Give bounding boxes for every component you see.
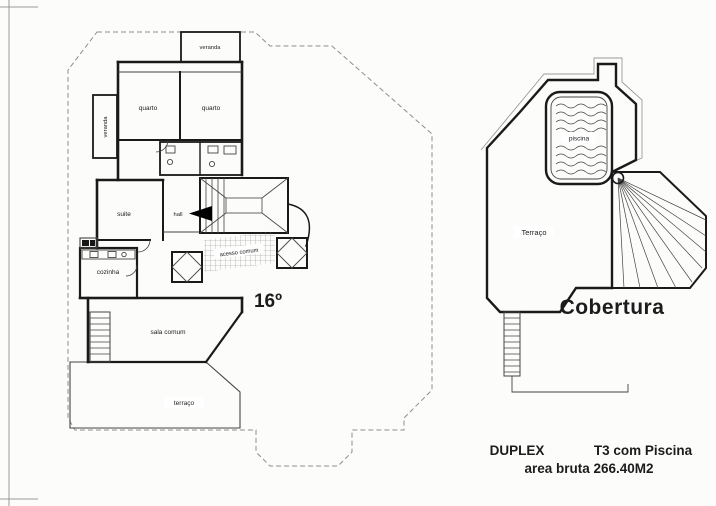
room-label-veranda-top: veranda — [200, 45, 222, 51]
common-access-area: acesso comum — [204, 231, 275, 272]
room-label-acesso: acesso comum — [219, 248, 259, 259]
room-label-terraco-cob: Terraço — [521, 228, 546, 237]
terrace-stairs — [89, 311, 111, 363]
sheet-frame — [0, 0, 38, 506]
terrace-area — [69, 361, 241, 429]
room-label-terraco: terraço — [174, 400, 195, 407]
plot-boundary-cobertura — [480, 57, 643, 169]
room-label-terraco-cob-group: Terraço — [514, 226, 554, 238]
pool: piscina — [544, 90, 614, 186]
room-label-hall: hall — [173, 212, 182, 218]
direction-marker-icon — [189, 206, 212, 221]
plot-boundary-16 — [67, 31, 433, 467]
roof-terrace-area — [485, 62, 638, 314]
room-label-quarto-right: quarto — [202, 105, 221, 112]
fan-roof — [611, 171, 707, 289]
room-label-quarto-left: quarto — [139, 105, 158, 112]
room-label-sala: sala comum — [150, 329, 185, 336]
room-label-piscina: piscina — [569, 136, 590, 143]
kitchen-counter — [81, 249, 136, 260]
floor-plan-cobertura: piscina Terraço Cobertura — [480, 57, 707, 393]
bathroom-fixtures — [165, 145, 237, 168]
caption-type: T3 com Piscina — [594, 443, 693, 458]
common-stairs — [199, 177, 311, 247]
room-label-suite: suite — [117, 211, 131, 218]
cobertura-title: Cobertura — [560, 296, 665, 319]
elevator-shaft-left — [171, 251, 203, 283]
pool-water-lines — [555, 103, 607, 175]
apartment-walls — [78, 60, 244, 364]
floor-plan-16: acesso comum veranda quarto quarto veran… — [67, 31, 433, 467]
room-label-veranda-left: veranda — [103, 116, 109, 138]
room-label-terraco-group: terraço — [164, 397, 204, 408]
door-arcs — [125, 139, 169, 277]
caption: DUPLEX T3 com Piscina area bruta 266.40M… — [490, 443, 693, 476]
caption-area: area bruta 266.40M2 — [524, 461, 653, 476]
roof-stairs — [503, 311, 629, 393]
caption-duplex: DUPLEX — [490, 443, 545, 458]
floor-number-label: 16º — [254, 291, 282, 312]
room-label-cozinha: cozinha — [97, 269, 120, 276]
elevator-shaft-right — [276, 237, 308, 269]
